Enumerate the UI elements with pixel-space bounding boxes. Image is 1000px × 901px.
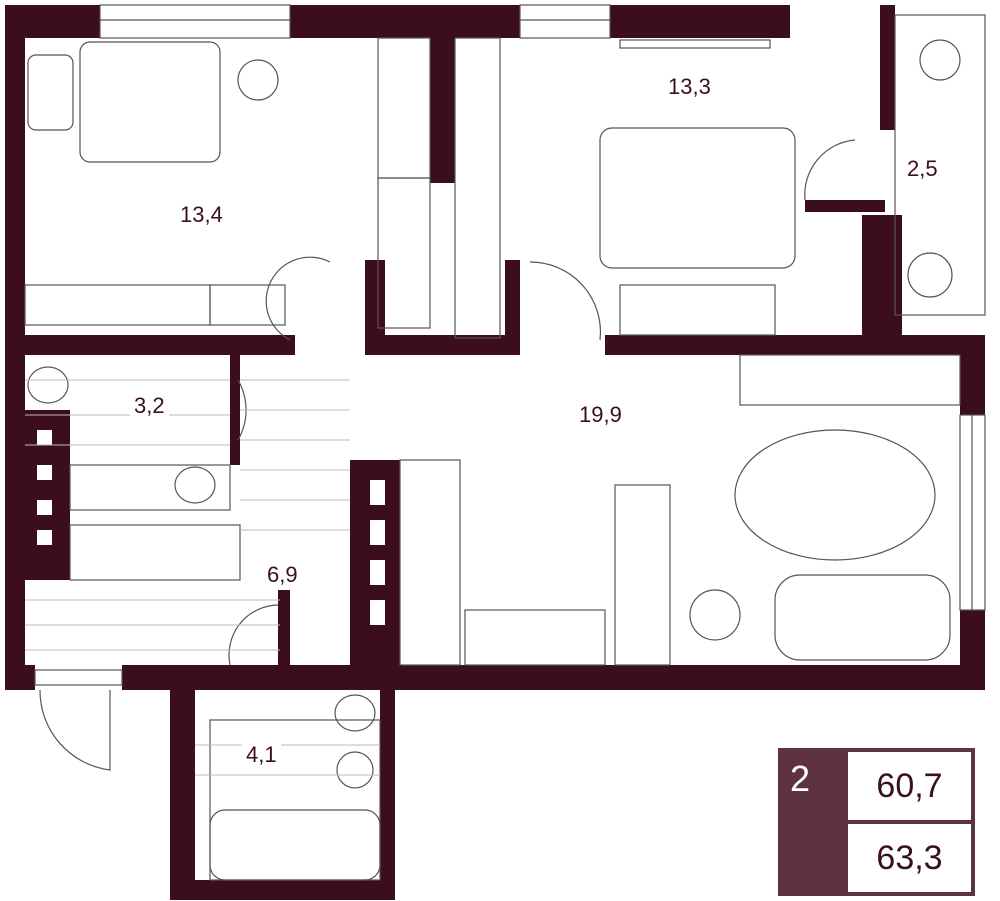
room-area-bathroom-2: 4,1 [242,742,281,768]
living-area: 60,7 [848,752,971,820]
walls [5,5,985,900]
room-area-balcony: 2,5 [903,156,942,182]
room-area-bedroom-1: 13,4 [176,202,227,228]
room-area-hallway: 6,9 [263,562,302,588]
room-area-living-kitchen: 19,9 [575,402,626,428]
total-area: 63,3 [848,824,971,892]
room-area-bedroom-2: 13,3 [664,74,715,100]
rooms-count: 2 [790,758,811,799]
room-area-bathroom-1: 3,2 [130,393,169,419]
apartment-info-box: 2 60,7 63,3 [778,748,975,896]
windows-and-furniture [24,4,986,881]
